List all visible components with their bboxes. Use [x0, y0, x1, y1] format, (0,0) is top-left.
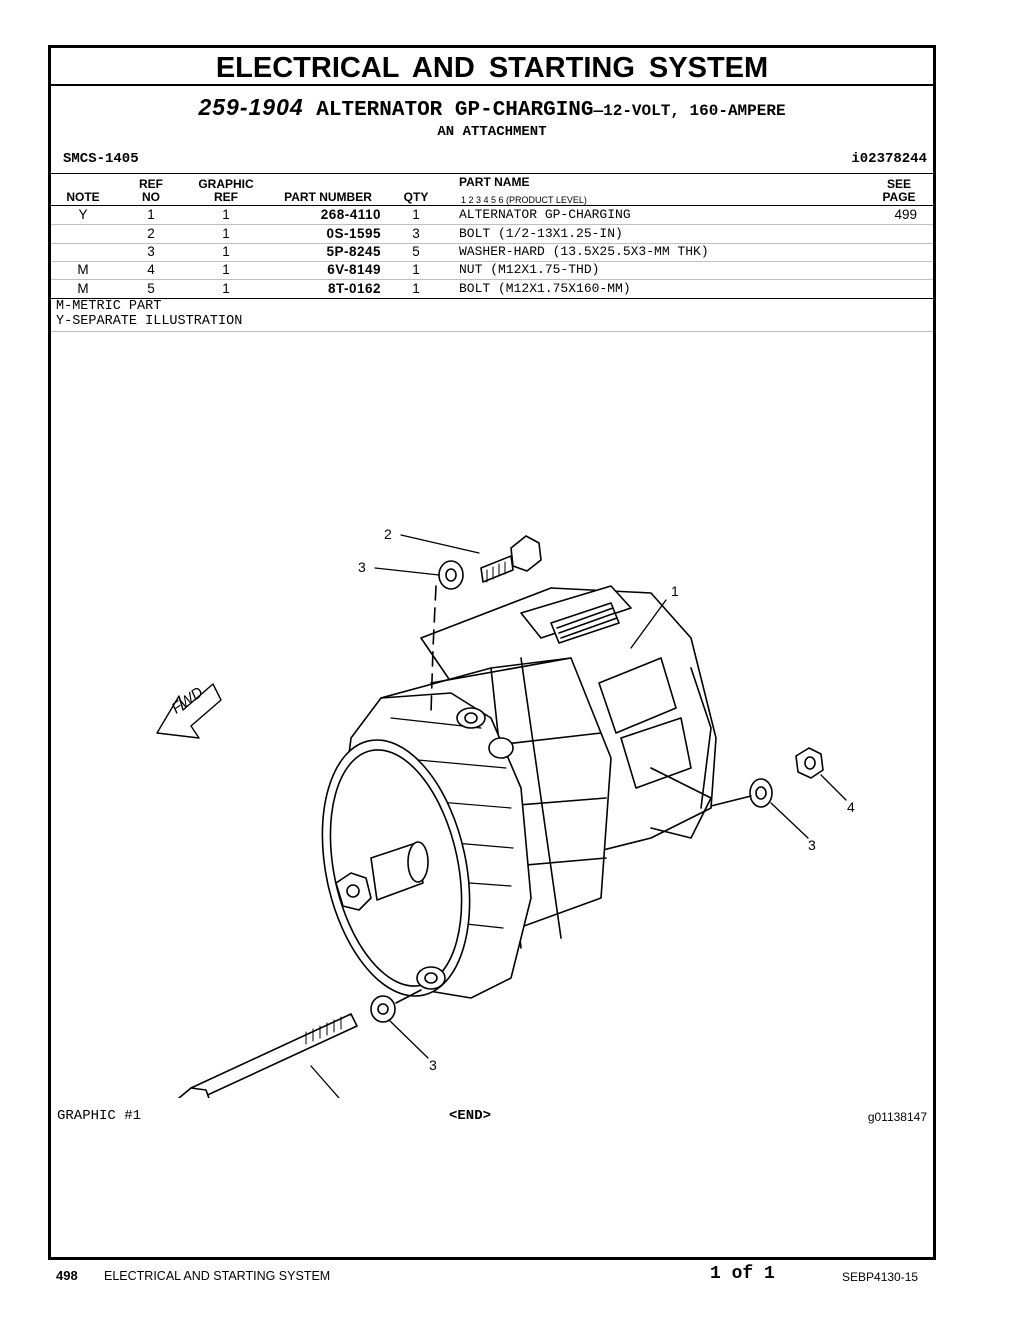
- row-qty: 1: [412, 207, 420, 222]
- graphic-id: g01138147: [867, 1110, 927, 1124]
- header-graphic-top: GRAPHIC: [198, 177, 254, 191]
- footer-page-number: 498: [56, 1268, 78, 1283]
- legend-separate-illustration: Y-SEPARATE ILLUSTRATION: [56, 314, 243, 329]
- group-title: 259-1904 ALTERNATOR GP-CHARGING—12-VOLT,…: [51, 94, 933, 122]
- footer-section-title: ELECTRICAL AND STARTING SYSTEM: [104, 1269, 331, 1283]
- header-see-bottom: PAGE: [882, 190, 916, 204]
- header-graphic-ref: GRAPHIC REF: [191, 178, 261, 204]
- footer-page-of: 1 of 1: [710, 1264, 775, 1284]
- header-qty: QTY: [403, 190, 429, 204]
- legend-divider: [51, 331, 933, 332]
- row-graphic-ref: 1: [222, 262, 230, 277]
- table-header-rule: [51, 205, 933, 206]
- row-ref: 2: [147, 226, 155, 241]
- legend-metric: M-METRIC PART: [56, 299, 162, 314]
- group-part-number: 259-1904: [198, 94, 304, 120]
- callout-5: 5: [343, 1095, 351, 1098]
- group-description: —12-VOLT, 160-AMPERE: [593, 102, 786, 120]
- callout-4: 4: [847, 799, 855, 815]
- row-graphic-ref: 1: [222, 244, 230, 259]
- row-note: Y: [78, 207, 88, 222]
- fwd-arrow-icon: [156, 683, 222, 739]
- end-label: <END>: [449, 1108, 492, 1124]
- alternator-exploded-view: FWD 2 3 1 4 3 3 5: [156, 526, 855, 1098]
- row-qty: 3: [412, 226, 420, 241]
- section-title: ELECTRICAL AND STARTING SYSTEM: [51, 48, 933, 86]
- nut-4-icon: [795, 747, 824, 779]
- table-bottom-rule: [51, 298, 933, 299]
- row-see-page: 499: [894, 207, 917, 222]
- header-graphic-bottom: REF: [214, 190, 238, 204]
- header-part-name: PART NAME: [459, 175, 530, 189]
- row-part-number: 0S-1595: [326, 226, 381, 241]
- row-ref: 5: [147, 281, 155, 296]
- table-top-rule: [51, 173, 933, 174]
- row-divider: [51, 279, 933, 280]
- washer-bottom-icon: [370, 995, 396, 1023]
- row-part-name: BOLT (1/2-13X1.25-IN): [459, 226, 623, 241]
- footer-doc-id: SEBP4130-15: [842, 1270, 919, 1284]
- row-divider: [51, 261, 933, 262]
- row-graphic-ref: 1: [222, 281, 230, 296]
- callout-1: 1: [671, 583, 679, 599]
- header-see-page: SEE PAGE: [871, 178, 927, 204]
- shaft-nut-icon: [335, 872, 372, 911]
- header-see-top: SEE: [886, 177, 911, 191]
- row-divider: [51, 243, 933, 244]
- row-qty: 1: [412, 281, 420, 296]
- group-subtitle: AN ATTACHMENT: [437, 124, 547, 140]
- row-ref: 1: [147, 207, 155, 222]
- callout-3-bottom: 3: [429, 1057, 437, 1073]
- row-qty: 1: [412, 262, 420, 277]
- row-graphic-ref: 1: [222, 207, 230, 222]
- header-part-number: PART NUMBER: [284, 190, 372, 204]
- row-part-name: NUT (M12X1.75-THD): [459, 262, 600, 277]
- row-part-name: WASHER-HARD (13.5X25.5X3-MM THK): [459, 244, 709, 259]
- washer-top-icon: [438, 560, 464, 590]
- bolt-5-icon: [178, 1013, 358, 1098]
- row-part-name: ALTERNATOR GP-CHARGING: [459, 207, 631, 222]
- header-ref-bottom: NO: [142, 190, 160, 204]
- bolt-2-icon: [480, 535, 542, 583]
- washer-right-icon: [749, 778, 773, 808]
- row-note: M: [77, 262, 89, 277]
- smcs-code: SMCS-1405: [63, 151, 139, 167]
- callout-2: 2: [384, 526, 392, 542]
- group-name: ALTERNATOR GP-CHARGING: [316, 99, 594, 122]
- page-frame: ELECTRICAL AND STARTING SYSTEM 259-1904 …: [48, 45, 936, 1260]
- row-note: M: [77, 281, 89, 296]
- callout-3-right: 3: [808, 837, 816, 853]
- row-ref: 4: [147, 262, 155, 277]
- row-part-number: 6V-8149: [327, 262, 381, 277]
- row-part-number: 5P-8245: [326, 244, 381, 259]
- row-ref: 3: [147, 244, 155, 259]
- row-part-name: BOLT (M12X1.75X160-MM): [459, 281, 631, 296]
- row-qty: 5: [412, 244, 420, 259]
- graphic-label: GRAPHIC #1: [57, 1108, 142, 1124]
- row-part-number: 8T-0162: [327, 281, 381, 296]
- header-note: NOTE: [66, 190, 100, 204]
- illustration-id: i02378244: [851, 151, 927, 167]
- row-graphic-ref: 1: [222, 226, 230, 241]
- row-divider: [51, 224, 933, 225]
- callout-3-top: 3: [358, 559, 366, 575]
- row-part-number: 268-4110: [320, 207, 381, 222]
- header-product-levels: 1 2 3 4 5 6 (PRODUCT LEVEL): [461, 195, 587, 205]
- header-ref: REF NO: [121, 178, 181, 204]
- header-ref-top: REF: [139, 177, 163, 191]
